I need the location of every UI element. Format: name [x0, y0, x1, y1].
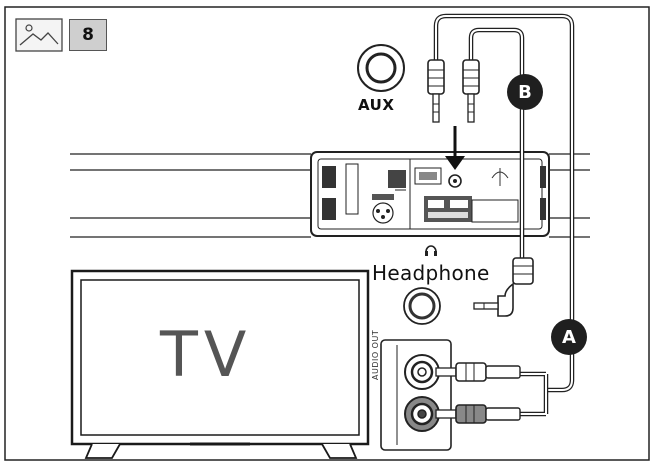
insert-arrow — [445, 126, 465, 170]
soundbar-rear-panel — [310, 151, 550, 237]
headphone-icon — [425, 245, 437, 256]
figure-frame — [4, 6, 650, 461]
cable-b — [468, 27, 525, 262]
cable-a — [433, 13, 575, 417]
audio-out-label: AUDIO OUT — [371, 329, 380, 380]
aux-plug-right — [462, 59, 480, 123]
tv-label: TV — [160, 318, 253, 391]
headphone-port — [403, 287, 441, 325]
step-number-badge: 8 — [69, 19, 107, 51]
rca-plug-red — [435, 404, 521, 424]
aux-jack-icon — [357, 44, 405, 92]
tv-illustration — [70, 269, 370, 459]
cable-a-callout: A — [551, 319, 587, 355]
rca-plug-white — [435, 362, 521, 382]
image-icon — [15, 18, 63, 52]
cable-b-callout: B — [507, 74, 543, 110]
right-angle-plug — [473, 257, 534, 317]
aux-label: AUX — [358, 96, 395, 114]
soundbar-rails — [70, 153, 590, 238]
headphone-label: Headphone — [372, 261, 490, 285]
audio-out-panel — [380, 339, 452, 451]
aux-plug-left — [427, 59, 445, 123]
